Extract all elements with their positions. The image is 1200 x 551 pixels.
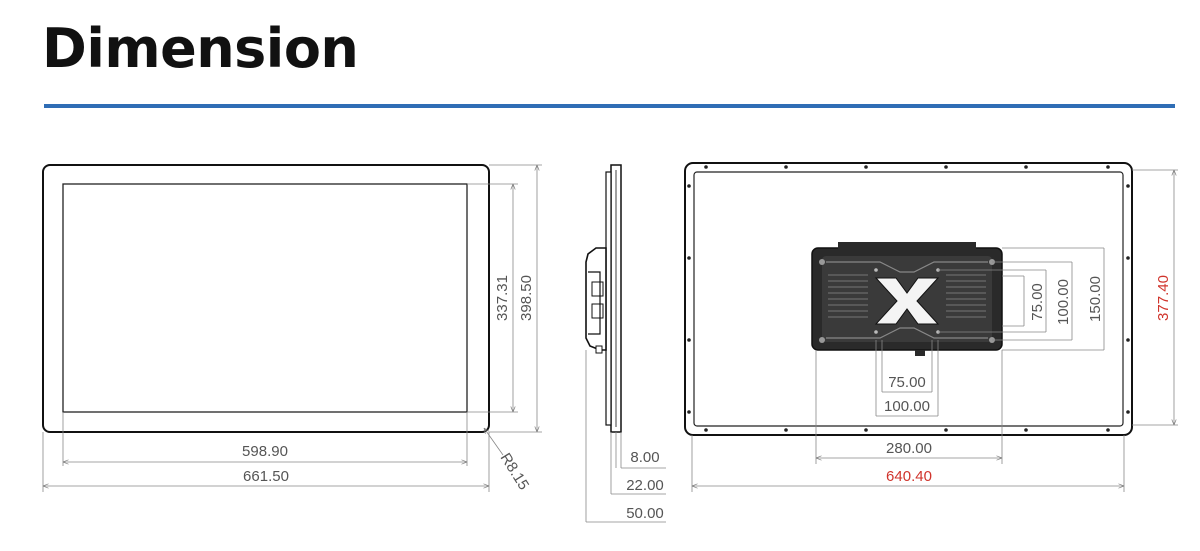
side-bracket	[585, 247, 607, 351]
total-width-label: 640.40	[886, 468, 932, 485]
mounting-holes	[687, 165, 1130, 432]
vesa-small-height-label: 75.00	[1029, 283, 1046, 321]
rear-panel-inner	[693, 171, 1124, 427]
vesa-mid-width-label: 100.00	[884, 398, 930, 415]
total-height-label: 377.40	[1155, 275, 1172, 321]
front-bezel	[42, 164, 490, 433]
front-screen	[62, 183, 468, 413]
title-underline	[44, 104, 1175, 108]
computing-box	[811, 242, 1003, 356]
vesa-small-width-label: 75.00	[888, 374, 926, 391]
rear-view: 75.00 100.00 150.00 377.40 75.00 100.00 …	[684, 162, 1178, 492]
bracket-depth-label: 22.00	[626, 477, 664, 494]
inner-height-label: 337.31	[494, 275, 511, 321]
total-depth-label: 50.00	[626, 505, 664, 522]
inner-width-label: 598.90	[242, 443, 288, 460]
box-height-label: 150.00	[1087, 276, 1104, 322]
corner-radius-label: R8.15	[497, 450, 533, 493]
box-width-label: 280.00	[886, 440, 932, 457]
corner-radius-leader	[484, 428, 504, 456]
x-logo	[874, 277, 940, 325]
front-view: 598.90 661.50 337.31 398.50 R8.15	[42, 164, 542, 493]
outer-height-label: 398.50	[518, 275, 535, 321]
panel-depth-label: 8.00	[630, 449, 659, 466]
side-view: 8.00 22.00 50.00	[585, 164, 666, 523]
vesa-mid-height-label: 100.00	[1055, 279, 1072, 325]
outer-width-label: 661.50	[243, 468, 289, 485]
page-title: Dimension	[42, 17, 359, 80]
